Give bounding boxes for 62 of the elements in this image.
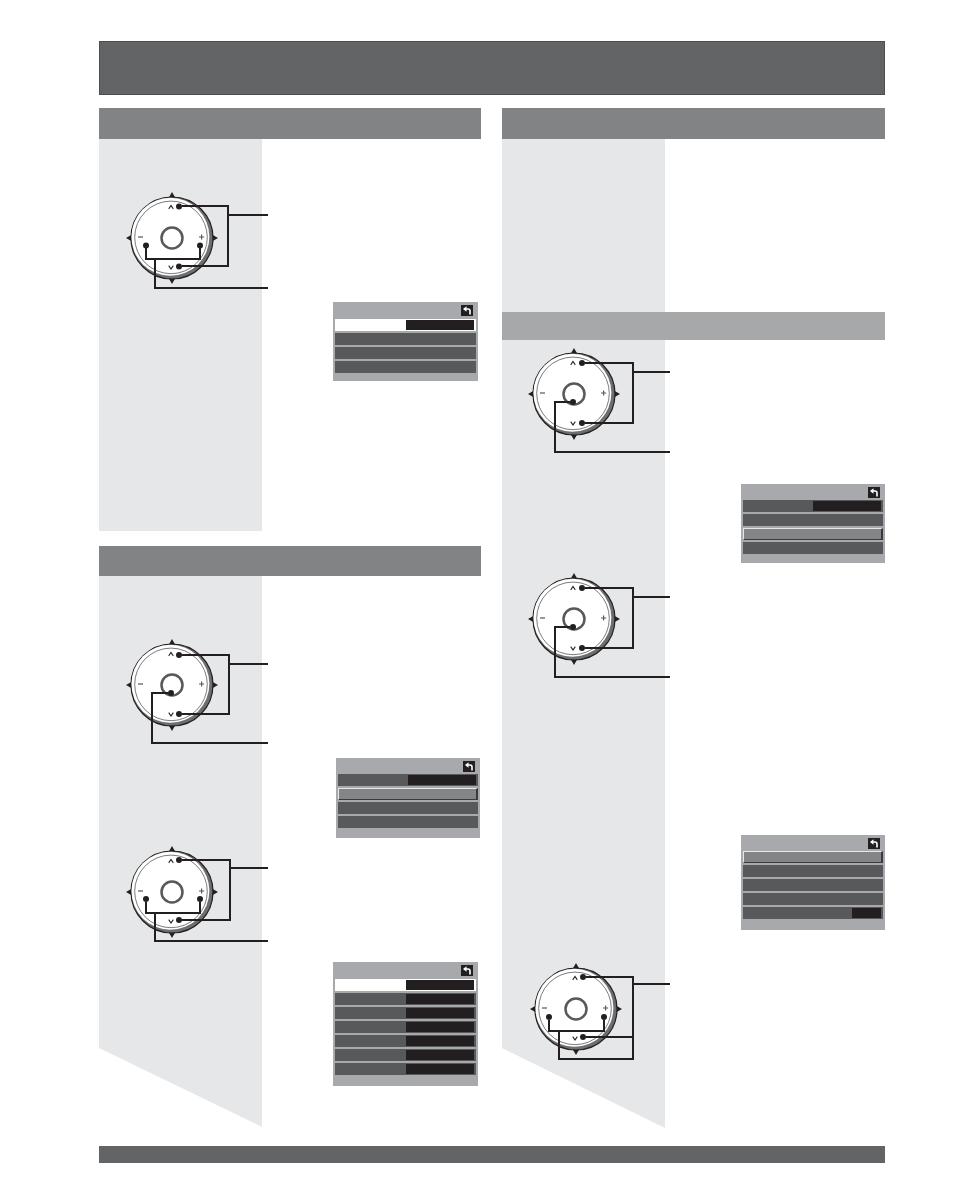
marker-dot — [143, 896, 149, 902]
footer-bar — [99, 1146, 885, 1163]
leader-line — [154, 247, 201, 260]
leader-line — [632, 983, 671, 985]
leader-line — [154, 258, 269, 289]
leader-line — [585, 976, 634, 985]
marker-dot — [546, 1014, 552, 1020]
leader-line — [151, 692, 269, 744]
leader-line — [584, 596, 634, 649]
marker-dot — [579, 360, 585, 366]
leader-line — [585, 1036, 634, 1038]
sidebar-panel — [502, 340, 665, 1128]
marker-dot — [580, 1034, 586, 1040]
marker-dot — [580, 974, 586, 980]
marker-dot — [197, 242, 203, 248]
marker-dot — [579, 645, 585, 651]
marker-dot — [176, 203, 182, 209]
leader-line — [584, 587, 634, 598]
marker-dot — [176, 263, 182, 269]
marker-dot — [143, 242, 149, 248]
marker-dot — [579, 420, 585, 426]
sidebar-panel — [99, 139, 262, 531]
leader-line — [145, 247, 156, 260]
marker-dot — [176, 711, 182, 717]
marker-dot — [579, 585, 585, 591]
leader-line — [554, 626, 671, 678]
sidebar-panel — [502, 139, 665, 312]
leader-line — [584, 362, 634, 373]
leader-line — [181, 663, 230, 715]
leader-line — [632, 596, 671, 598]
leader-line — [181, 867, 231, 921]
section-header-bar — [99, 546, 481, 576]
leader-line — [181, 205, 229, 216]
leader-line — [229, 867, 269, 869]
leader-line — [558, 1019, 605, 1032]
leader-line — [181, 859, 231, 869]
leader-line — [632, 371, 671, 373]
sidebar-panel — [99, 576, 262, 1127]
marker-dot — [570, 624, 576, 630]
leader-line — [145, 901, 156, 914]
leader-line — [181, 214, 229, 267]
leader-line — [558, 1030, 634, 1060]
marker-dot — [176, 857, 182, 863]
leader-line — [227, 214, 269, 216]
leader-line — [154, 912, 269, 942]
section-header-bar — [502, 312, 885, 340]
marker-dot — [176, 652, 182, 658]
title-bar — [99, 41, 885, 95]
marker-dot — [197, 896, 203, 902]
section-header-bar — [502, 108, 885, 139]
marker-dot — [570, 399, 576, 405]
leader-line — [554, 401, 671, 453]
marker-dot — [176, 917, 182, 923]
marker-dot — [168, 690, 174, 696]
leader-line — [584, 371, 634, 424]
section-header-bar — [99, 108, 481, 139]
leader-line — [154, 901, 201, 914]
leader-line — [228, 663, 269, 665]
leader-line — [632, 983, 634, 1038]
leader-line — [181, 654, 230, 665]
marker-dot — [601, 1014, 607, 1020]
leader-line — [548, 1019, 560, 1032]
